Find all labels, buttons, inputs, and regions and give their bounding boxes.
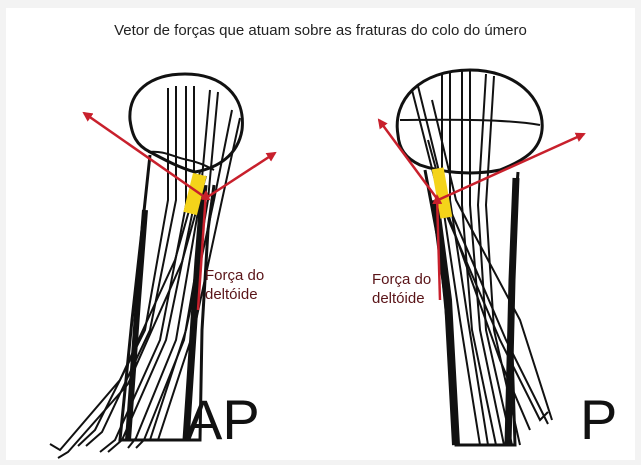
ap-force-label-line1: Força do — [205, 266, 264, 285]
p-force-label: Força do deltóide — [372, 270, 431, 308]
p-view-label: P — [580, 392, 617, 448]
ap-force-label-line2: deltóide — [205, 285, 264, 304]
p-panel — [379, 70, 584, 445]
p-force-label-line2: deltóide — [372, 289, 431, 308]
ap-force-label: Força do deltóide — [205, 266, 264, 304]
p-force-label-line1: Força do — [372, 270, 431, 289]
ap-view-label: AP — [185, 392, 260, 448]
